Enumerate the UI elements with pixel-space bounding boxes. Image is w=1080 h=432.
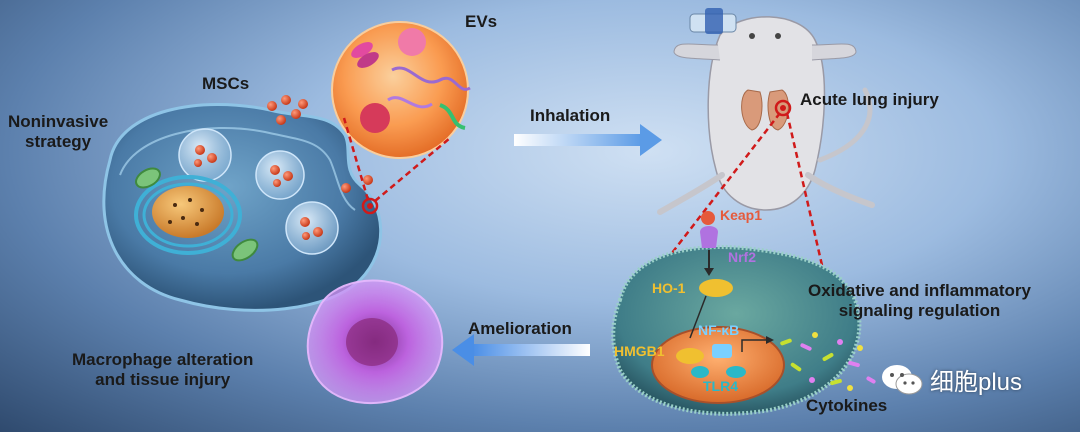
label-mscs: MSCs: [202, 74, 250, 93]
wechat-icon: [882, 364, 923, 394]
nfkb-molecule: [712, 344, 732, 358]
label-nrf2: Nrf2: [728, 249, 757, 265]
label-nfkb: NF-κB: [698, 322, 740, 338]
label-noninvasive-strategy: Noninvasive strategy: [8, 112, 109, 152]
label-amelioration: Amelioration: [468, 319, 572, 338]
label-ho1: HO-1: [652, 280, 686, 296]
tlr4-molecule: [726, 366, 746, 378]
label-keap1: Keap1: [720, 207, 763, 223]
lung-zoom-connector: [664, 112, 832, 301]
ev-zoom-connector: [342, 117, 451, 215]
watermark: 细胞plus: [880, 362, 1022, 397]
label-oxidative-inflammatory-regulation: Oxidative and inflammatory signaling reg…: [808, 281, 1031, 321]
label-evs: EVs: [465, 12, 498, 31]
ho1-molecule: [699, 279, 733, 297]
released-ev-particles: [267, 95, 373, 193]
macrophage: [306, 279, 444, 405]
ev-zoom: [331, 21, 471, 159]
mouse: [657, 8, 875, 215]
watermark-text: 细胞plus: [930, 369, 1023, 396]
lung-cell: [611, 245, 862, 416]
msc-cell: [102, 102, 383, 312]
amelioration-arrow: [452, 334, 590, 366]
label-acute-lung-injury: Acute lung injury: [800, 90, 939, 109]
keap1-molecule: [701, 211, 715, 225]
hmgb1-molecule: [676, 348, 704, 364]
signaling-molecules: [676, 211, 774, 378]
label-cytokines: Cytokines: [806, 396, 888, 415]
cytokine-particles: [780, 332, 876, 391]
nrf2-molecule: [700, 226, 718, 248]
inhalation-arrow: [514, 124, 662, 156]
label-macrophage-alteration: Macrophage alteration and tissue injury: [72, 350, 254, 390]
label-inhalation: Inhalation: [530, 106, 611, 125]
label-tlr4: TLR4: [703, 378, 738, 394]
label-hmgb1: HMGB1: [614, 343, 665, 359]
